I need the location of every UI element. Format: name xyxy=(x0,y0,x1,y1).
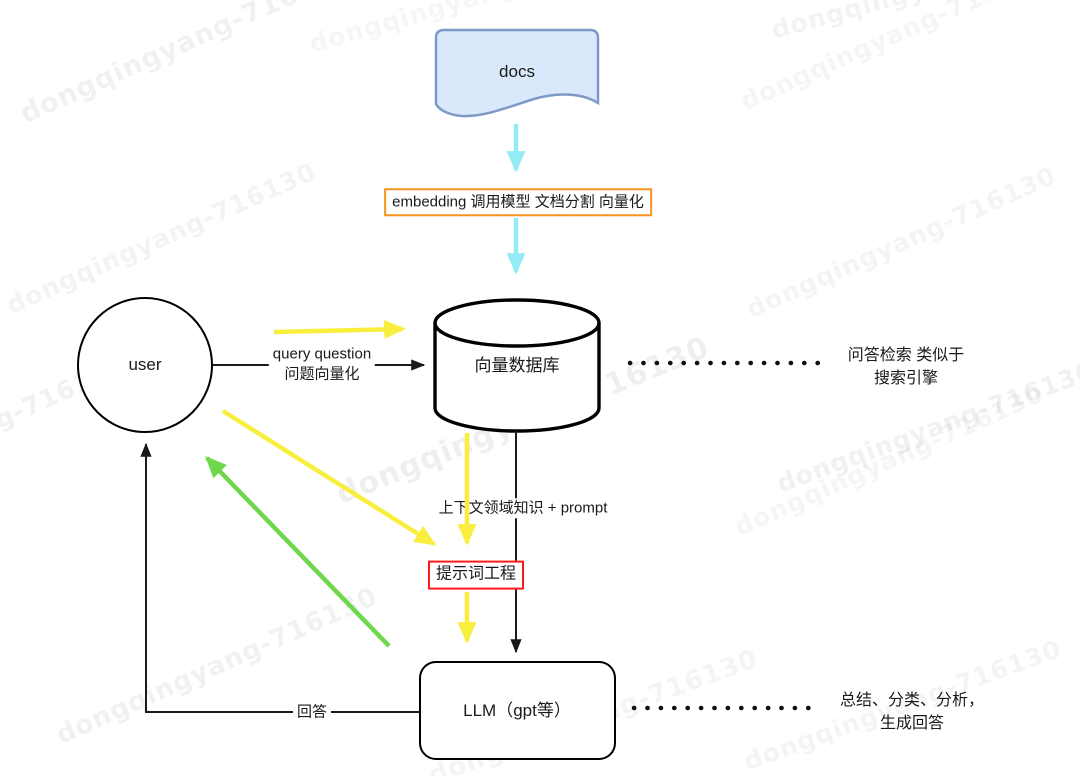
retrieval-annotation-line1: 问答检索 类似于 xyxy=(847,346,965,364)
watermark-text: dongqingyang-716130 xyxy=(51,581,383,751)
generation-annotation-line2: 生成回答 xyxy=(879,715,945,732)
yellow-arrow-user-to-db xyxy=(273,319,406,339)
watermark-text: dongqingyang-716130 xyxy=(15,0,358,130)
vector-db-label: 向量数据库 xyxy=(474,355,560,375)
watermark-text: dongqingyang-716130 xyxy=(742,161,1060,324)
watermark-text: dongqingyang-716130 xyxy=(730,379,1048,542)
green-arrow-llm-to-user xyxy=(205,456,391,648)
yellow-arrow-user-to-prompt xyxy=(221,409,437,546)
watermark-text: dongqingyang-716130 xyxy=(306,0,637,58)
watermark-text: dongqingyang-716130 xyxy=(768,0,1080,45)
embedding-step-box: embedding 调用模型 文档分割 向量化 xyxy=(384,188,652,216)
context-prompt-label: 上下文领域知识 + prompt xyxy=(434,498,612,518)
query-edge-label: query question 问题向量化 xyxy=(268,344,376,384)
user-label: user xyxy=(128,354,162,374)
watermark-text: dongqingyang-716130 xyxy=(736,0,1054,116)
query-edge-line2: 问题向量化 xyxy=(284,365,360,382)
prompt-engineering-box: 提示词工程 xyxy=(427,560,525,590)
answer-edge-label: 回答 xyxy=(292,702,332,722)
edge-llm-to-user xyxy=(140,442,420,713)
generation-annotation: 总结、分类、分析， 生成回答 xyxy=(840,689,984,735)
watermark-text: dongqingyang-716130 xyxy=(0,0,124,66)
watermark-text: dongqingyang-716130 xyxy=(0,350,131,514)
docs-label: docs xyxy=(499,61,535,81)
generation-annotation-line1: 总结、分类、分析， xyxy=(839,691,985,709)
retrieval-annotation: 问答检索 类似于 搜索引擎 xyxy=(848,344,964,390)
query-edge-line1: query question xyxy=(272,345,372,363)
watermark-text: dongqingyang-716130 xyxy=(2,157,320,320)
retrieval-annotation-line2: 搜索引擎 xyxy=(873,370,939,387)
llm-label: LLM（gpt等） xyxy=(463,700,571,720)
